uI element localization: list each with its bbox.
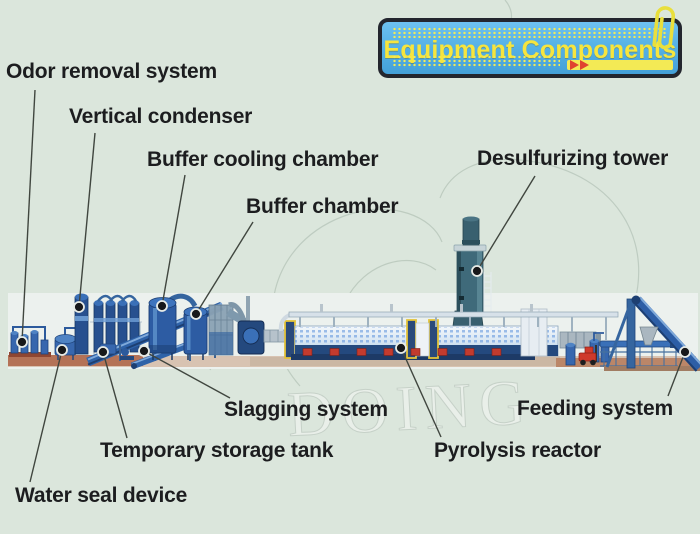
label-odor-removal-system: Odor removal system	[6, 60, 217, 83]
label-desulfurizing-tower: Desulfurizing tower	[477, 147, 669, 170]
leader-desulfurizing	[476, 175, 536, 272]
callout-dot-temp-storage	[97, 346, 109, 358]
buffer-cooling-tank	[148, 293, 198, 360]
label-feeding-system: Feeding system	[517, 397, 673, 420]
forward-arrow-icon	[580, 60, 589, 70]
banner-dots-top	[392, 27, 668, 38]
title-banner: Equipment Components	[378, 18, 682, 78]
label-vertical-condenser: Vertical condenser	[69, 105, 253, 128]
callout-dot-buffer-chamber	[190, 308, 202, 320]
label-buffer-chamber: Buffer chamber	[246, 195, 399, 218]
forklift	[578, 345, 597, 366]
forward-arrow-icon	[570, 60, 579, 70]
leader-odor-removal	[21, 89, 36, 343]
label-buffer-cooling-chamber: Buffer cooling chamber	[147, 148, 379, 171]
leader-temp-storage	[102, 351, 128, 439]
leader-lines	[21, 89, 686, 483]
callout-dot-pyrolysis	[395, 342, 407, 354]
label-temporary-storage-tank: Temporary storage tank	[100, 439, 334, 462]
label-pyrolysis-reactor: Pyrolysis reactor	[434, 439, 602, 462]
callout-dot-feeding	[679, 346, 691, 358]
reactor-drive-unit	[228, 296, 287, 355]
oil-tanks	[565, 332, 610, 366]
label-slagging-system: Slagging system	[224, 398, 388, 421]
ground	[8, 355, 696, 367]
leader-water-seal	[29, 349, 63, 483]
callout-dot-slagging	[138, 345, 150, 357]
callout-dot-desulfurizing	[471, 265, 483, 277]
callout-dot-buffer-cooling	[156, 300, 168, 312]
watermark-text: DOING	[286, 366, 536, 450]
banner-dots-bottom	[392, 55, 560, 68]
vertical-condenser-columns	[74, 293, 142, 356]
desulfurizing-tower-unit	[448, 216, 492, 357]
leader-vertical-condenser	[78, 132, 96, 308]
banner-progress-bar	[567, 60, 673, 70]
callout-dots	[16, 265, 691, 358]
callout-dot-odor-removal	[16, 336, 28, 348]
paperclip-icon	[652, 6, 676, 50]
feeding-conveyor	[604, 295, 700, 372]
callout-dot-vertical-condenser	[73, 301, 85, 313]
label-water-seal-device: Water seal device	[15, 484, 188, 507]
reactor-support-wheels	[302, 348, 502, 356]
cooling-pipe-rail	[278, 304, 619, 340]
callout-dot-water-seal	[56, 344, 68, 356]
leader-buffer-chamber	[195, 221, 254, 315]
leader-buffer-cooling	[161, 174, 186, 307]
leader-feeding	[667, 351, 686, 397]
leader-pyrolysis	[400, 347, 442, 438]
leader-slagging	[143, 350, 231, 399]
